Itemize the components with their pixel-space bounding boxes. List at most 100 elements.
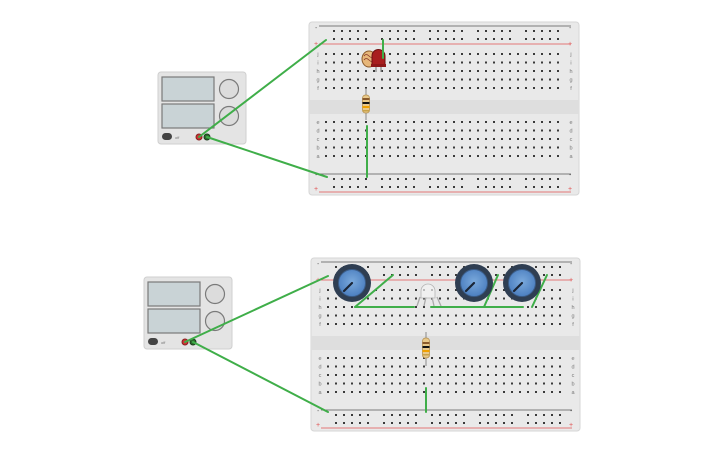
breadboard-hole[interactable] — [335, 306, 337, 308]
breadboard-hole[interactable] — [399, 365, 401, 368]
breadboard-hole[interactable] — [341, 61, 343, 64]
breadboard-hole[interactable] — [525, 138, 527, 140]
breadboard-hole[interactable] — [485, 178, 487, 180]
breadboard-hole[interactable] — [487, 391, 489, 393]
breadboard-hole[interactable] — [431, 422, 433, 424]
breadboard-hole[interactable] — [429, 70, 431, 72]
breadboard-hole[interactable] — [477, 38, 479, 40]
breadboard-hole[interactable] — [543, 323, 545, 325]
breadboard-hole[interactable] — [341, 178, 343, 180]
breadboard-hole[interactable] — [373, 87, 375, 89]
breadboard-hole[interactable] — [407, 365, 409, 368]
breadboard-hole[interactable] — [487, 422, 489, 424]
breadboard-hole[interactable] — [389, 178, 391, 180]
breadboard-hole[interactable] — [373, 138, 375, 140]
breadboard-hole[interactable] — [559, 414, 561, 416]
breadboard-hole[interactable] — [335, 374, 337, 376]
breadboard-hole[interactable] — [391, 266, 393, 268]
breadboard-hole[interactable] — [445, 38, 447, 40]
breadboard-hole[interactable] — [469, 155, 471, 157]
breadboard-hole[interactable] — [495, 266, 497, 268]
breadboard-hole[interactable] — [527, 374, 529, 376]
breadboard-hole[interactable] — [501, 78, 503, 81]
breadboard-hole[interactable] — [445, 155, 447, 157]
breadboard-hole[interactable] — [335, 297, 337, 300]
breadboard-hole[interactable] — [517, 61, 519, 64]
breadboard-hole[interactable] — [357, 30, 359, 32]
breadboard-hole[interactable] — [429, 129, 431, 132]
breadboard-hole[interactable] — [399, 391, 401, 393]
breadboard-hole[interactable] — [405, 61, 407, 64]
breadboard-hole[interactable] — [405, 70, 407, 72]
breadboard-hole[interactable] — [439, 274, 441, 276]
breadboard-hole[interactable] — [471, 323, 473, 325]
breadboard-hole[interactable] — [501, 38, 503, 40]
breadboard-hole[interactable] — [383, 289, 385, 291]
breadboard-hole[interactable] — [511, 414, 513, 416]
breadboard-hole[interactable] — [391, 382, 393, 385]
breadboard-hole[interactable] — [549, 138, 551, 140]
breadboard-hole[interactable] — [535, 365, 537, 368]
breadboard-hole[interactable] — [543, 414, 545, 416]
breadboard-hole[interactable] — [381, 70, 383, 72]
breadboard-hole[interactable] — [391, 297, 393, 300]
breadboard-hole[interactable] — [389, 30, 391, 32]
breadboard-hole[interactable] — [389, 121, 391, 123]
breadboard-hole[interactable] — [375, 374, 377, 376]
breadboard-hole[interactable] — [517, 155, 519, 157]
breadboard-hole[interactable] — [367, 374, 369, 376]
breadboard-hole[interactable] — [327, 289, 329, 291]
breadboard-hole[interactable] — [383, 382, 385, 385]
breadboard-hole[interactable] — [365, 38, 367, 40]
breadboard-hole[interactable] — [525, 186, 527, 188]
breadboard-hole[interactable] — [359, 382, 361, 385]
breadboard-hole[interactable] — [501, 178, 503, 180]
breadboard-hole[interactable] — [391, 289, 393, 291]
breadboard-hole[interactable] — [535, 382, 537, 385]
breadboard-hole[interactable] — [525, 87, 527, 89]
breadboard-hole[interactable] — [357, 70, 359, 72]
breadboard-hole[interactable] — [453, 186, 455, 188]
breadboard-hole[interactable] — [447, 382, 449, 385]
breadboard-hole[interactable] — [461, 129, 463, 132]
breadboard-hole[interactable] — [517, 138, 519, 140]
breadboard-hole[interactable] — [453, 178, 455, 180]
breadboard-hole[interactable] — [477, 87, 479, 89]
breadboard-hole[interactable] — [461, 53, 463, 55]
breadboard-hole[interactable] — [485, 30, 487, 32]
breadboard-hole[interactable] — [541, 87, 543, 89]
breadboard-hole[interactable] — [461, 78, 463, 81]
breadboard-hole[interactable] — [455, 382, 457, 385]
breadboard-hole[interactable] — [535, 323, 537, 325]
breadboard-hole[interactable] — [479, 374, 481, 376]
breadboard-hole[interactable] — [389, 186, 391, 188]
breadboard-hole[interactable] — [533, 61, 535, 64]
breadboard-hole[interactable] — [343, 314, 345, 317]
breadboard-hole[interactable] — [439, 374, 441, 376]
breadboard-hole[interactable] — [413, 129, 415, 132]
breadboard-hole[interactable] — [333, 121, 335, 123]
breadboard-hole[interactable] — [485, 146, 487, 149]
breadboard-hole[interactable] — [429, 186, 431, 188]
breadboard-hole[interactable] — [341, 70, 343, 72]
breadboard-hole[interactable] — [405, 178, 407, 180]
breadboard-hole[interactable] — [453, 129, 455, 132]
breadboard-hole[interactable] — [333, 155, 335, 157]
breadboard-hole[interactable] — [375, 391, 377, 393]
breadboard-hole[interactable] — [487, 357, 489, 359]
breadboard-hole[interactable] — [351, 357, 353, 359]
breadboard-hole[interactable] — [349, 30, 351, 32]
breadboard-hole[interactable] — [429, 87, 431, 89]
breadboard-hole[interactable] — [381, 30, 383, 32]
breadboard-hole[interactable] — [501, 30, 503, 32]
breadboard-hole[interactable] — [391, 391, 393, 393]
breadboard-hole[interactable] — [415, 382, 417, 385]
breadboard-hole[interactable] — [357, 121, 359, 123]
breadboard-hole[interactable] — [509, 155, 511, 157]
breadboard-hole[interactable] — [559, 306, 561, 308]
breadboard-hole[interactable] — [551, 422, 553, 424]
breadboard-hole[interactable] — [367, 323, 369, 325]
breadboard-hole[interactable] — [525, 30, 527, 32]
wire-power-positive[interactable] — [198, 39, 327, 138]
breadboard-hole[interactable] — [461, 121, 463, 123]
